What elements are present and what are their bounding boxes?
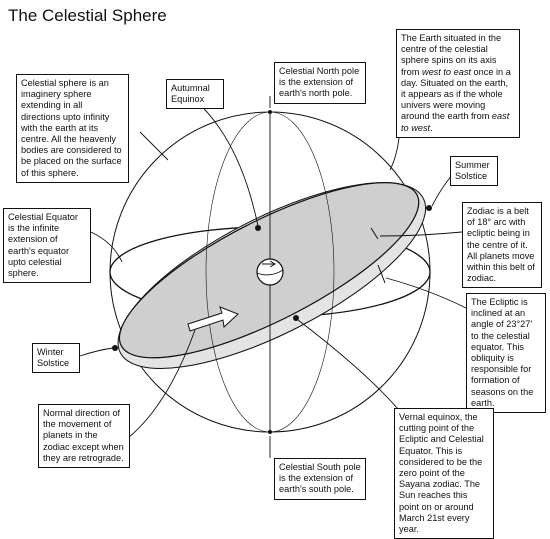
zodiac-text: Zodiac is a belt of 18° arc with eclipti… (467, 206, 535, 284)
south-pole-text: Celestial South pole is the extension of… (279, 462, 361, 495)
summer-solstice-note: Summer Solstice (450, 156, 498, 187)
ecliptic-line (119, 182, 420, 359)
earth-centre-text-c: once in a day. Situated on the earth, it… (401, 66, 511, 122)
page-title: The Celestial Sphere (8, 6, 167, 25)
earth-equator (256, 269, 284, 276)
winter-solstice-text: Winter Solstice (37, 347, 70, 369)
ecliptic-text: The Ecliptic is inclined at an angle of … (471, 297, 534, 408)
autumnal-equinox-point (255, 225, 261, 231)
leader-celestial-sphere (139, 131, 169, 161)
autumnal-equinox-text: Autumnal Equinox (171, 83, 210, 105)
earth-globe (256, 258, 284, 286)
leader-celestial-equator (85, 229, 123, 263)
earth-centre-text-a: The Earth situated in the centre of the … (401, 33, 502, 77)
north-pole-text: Celestial North pole is the extension of… (279, 66, 360, 99)
celestial-equator-text: Celestial Equator is the infinite extens… (8, 212, 78, 279)
vernal-equinox-point (293, 315, 299, 321)
north-pole-note: Celestial North pole is the extension of… (274, 62, 366, 104)
leader-winter-solstice (79, 347, 114, 357)
celestial-equator-note: Celestial Equator is the infinite extens… (3, 208, 91, 284)
zodiac-width-arrow (370, 227, 379, 240)
celestial-sphere-note: Celestial sphere is an imaginery sphere … (16, 74, 129, 183)
earth-centre-text-b: west to east (421, 66, 471, 77)
leader-summer-solstice (431, 174, 453, 207)
winter-solstice-note: Winter Solstice (32, 343, 80, 374)
earth-centre-text-e: . (430, 122, 433, 133)
summer-solstice-text: Summer Solstice (455, 160, 490, 182)
north-pole-point (268, 110, 272, 114)
vernal-equinox-note: Vernal equinox, the cutting point of the… (394, 408, 494, 539)
retrograde-note: Normal direction of the movement of plan… (38, 404, 130, 469)
leader-retrograde (127, 329, 196, 439)
ecliptic-angle-arrow (377, 264, 386, 284)
movement-direction-arrow (187, 306, 239, 332)
south-pole-note: Celestial South pole is the extension of… (274, 458, 366, 500)
leader-zodiac (379, 231, 463, 237)
autumnal-equinox-note: Autumnal Equinox (166, 79, 224, 110)
winter-solstice-point (112, 345, 118, 351)
celestial-sphere-text: Celestial sphere is an imaginery sphere … (21, 78, 122, 178)
vernal-equinox-text: Vernal equinox, the cutting point of the… (399, 412, 484, 535)
south-pole-point (268, 430, 272, 434)
leader-ecliptic (385, 277, 467, 309)
zodiac-note: Zodiac is a belt of 18° arc with eclipti… (462, 202, 542, 289)
retrograde-text: Normal direction of the movement of plan… (43, 408, 124, 463)
earth-rotation-arrow-icon (262, 260, 276, 268)
leader-autumnal-equinox (194, 99, 259, 227)
summer-solstice-point (426, 205, 432, 211)
earth-centre-note: The Earth situated in the centre of the … (396, 29, 520, 138)
earth-centre-text-d: east to west (401, 111, 510, 133)
ecliptic-note: The Ecliptic is inclined at an angle of … (466, 293, 546, 414)
